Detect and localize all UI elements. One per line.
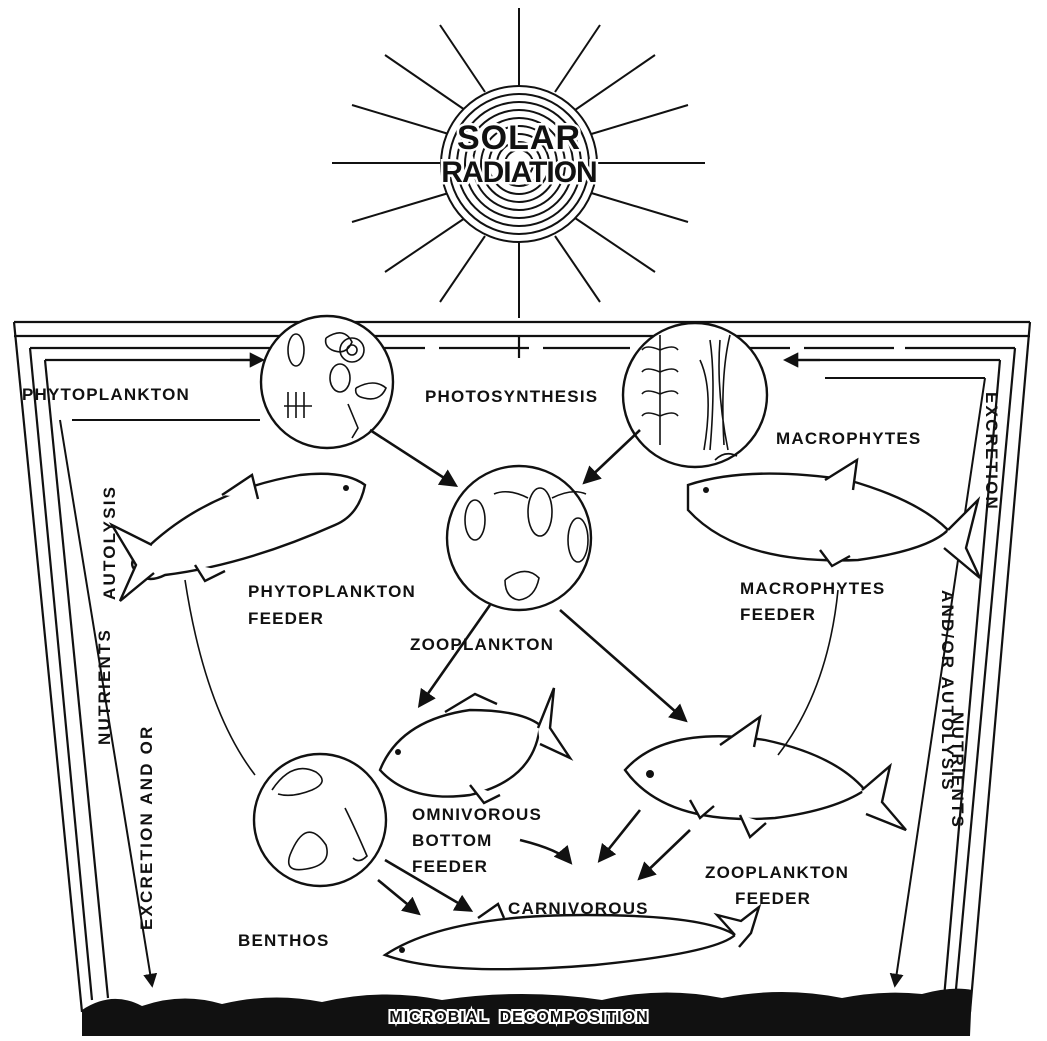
label-microbial-decomposition: MICROBIAL DECOMPOSITION: [389, 1009, 648, 1026]
label-macrophytes: MACROPHYTES: [776, 429, 921, 448]
label-macrophytes-feeder-1: MACROPHYTES: [740, 579, 885, 598]
label-omnivorous-1: OMNIVOROUS: [412, 805, 542, 824]
label-phytoplankton: PHYTOPLANKTON: [22, 385, 190, 404]
phytoplankton-circle: [261, 316, 393, 448]
label-zooplankton-feeder-1: ZOOPLANKTON: [705, 863, 849, 882]
zooplankton-feeder-fish: [625, 717, 906, 837]
label-phytoplankton-feeder-2: FEEDER: [248, 609, 324, 628]
label-left-nutrients: NUTRIENTS: [95, 628, 114, 745]
label-right-excretion: EXCRETION: [982, 392, 1001, 511]
label-phytoplankton-feeder-1: PHYTOPLANKTON: [248, 582, 416, 601]
macrophytes-circle: [623, 323, 767, 467]
label-omnivorous-3: FEEDER: [412, 857, 488, 876]
label-carnivorous: CARNIVOROUS: [508, 899, 649, 918]
sun-label-line1: SOLAR: [457, 119, 581, 157]
zooplankton-circle: [447, 466, 591, 610]
label-macrophytes-feeder-2: FEEDER: [740, 605, 816, 624]
label-omnivorous-2: BOTTOM: [412, 831, 493, 850]
label-right-nutrients: NUTRIENTS: [948, 712, 967, 829]
label-benthos: BENTHOS: [238, 931, 330, 950]
label-left-autolysis: AUTOLYSIS: [100, 485, 119, 600]
sun-label-line2: RADIATION: [441, 156, 596, 189]
label-left-excretion: EXCRETION AND OR: [137, 724, 156, 930]
label-zooplankton: ZOOPLANKTON: [410, 635, 554, 654]
label-photosynthesis: PHOTOSYNTHESIS: [425, 387, 598, 406]
label-zooplankton-feeder-2: FEEDER: [735, 889, 811, 908]
omnivorous-fish: [380, 688, 570, 803]
macrophytes-feeder-fish: [688, 460, 980, 578]
benthos-circle: [254, 754, 386, 886]
